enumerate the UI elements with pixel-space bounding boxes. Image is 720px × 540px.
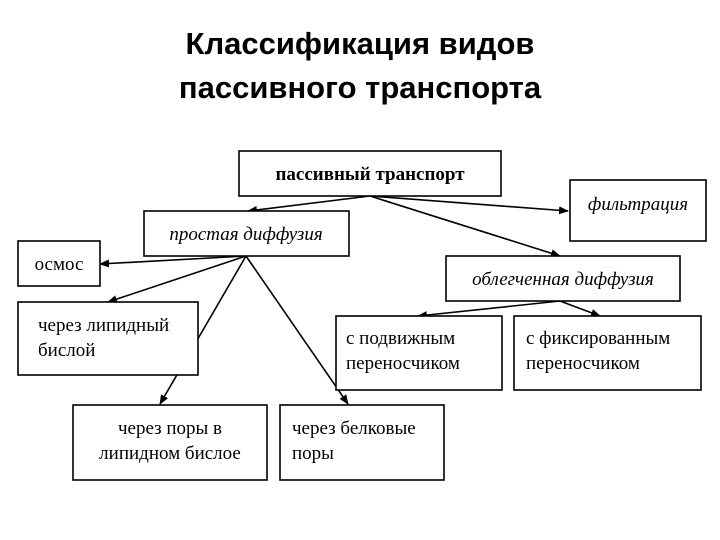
arrow-simple-to-pores-lipid (159, 255, 247, 405)
node-lipid-bilayer-label-line-1: через липидный (38, 315, 169, 336)
node-osmosis-label: осмос (35, 254, 84, 275)
node-pores-lipid: через поры в липидном бислое (72, 404, 268, 481)
node-lipid-bilayer-label-line-2: бислой (38, 340, 95, 361)
node-protein-pores: через белковые поры (279, 404, 445, 481)
arrow-root-to-simple-diffusion (247, 195, 371, 214)
arrow-root-to-filtration (369, 195, 569, 215)
title-line-2: пассивного транспорта (178, 70, 542, 105)
node-protein-pores-label-line-1: через белковые (292, 418, 416, 439)
node-pores-lipid-label-line-1: через поры в (118, 418, 222, 439)
connectors (99, 195, 601, 405)
arrow-root-to-facilitated-diffusion (369, 195, 561, 258)
node-mobile-carrier: с подвижным переносчиком (335, 315, 503, 391)
node-pores-lipid-label-line-2: липидном бислое (99, 443, 241, 464)
node-protein-pores-label-line-2: поры (292, 443, 334, 464)
node-mobile-carrier-label-line-1: с подвижным (346, 328, 455, 349)
node-simple-diffusion-label: простая диффузия (169, 224, 322, 245)
title-line-1: Классификация видов (185, 26, 535, 61)
arrow-simple-to-osmosis (99, 255, 247, 268)
node-filtration: фильтрация (569, 179, 707, 242)
node-passive-transport: пассивный транспорт (238, 150, 502, 197)
node-passive-transport-label: пассивный транспорт (275, 164, 465, 185)
arrow-facilitated-to-mobile-carrier (417, 300, 561, 320)
node-lipid-bilayer: через липидный бислой (17, 301, 199, 376)
node-facilitated-diffusion-label: облегченная диффузия (472, 269, 654, 290)
node-osmosis: осмос (17, 240, 101, 287)
node-simple-diffusion: простая диффузия (143, 210, 350, 257)
node-facilitated-diffusion: облегченная диффузия (445, 255, 681, 302)
node-fixed-carrier: с фиксированным переносчиком (513, 315, 702, 391)
slide-title: Классификация видов пассивного транспорт… (0, 22, 720, 110)
arrow-simple-to-protein-pores (245, 255, 349, 405)
node-filtration-label: фильтрация (588, 194, 688, 215)
arrow-facilitated-to-fixed-carrier (559, 300, 601, 317)
node-fixed-carrier-label-line-2: переносчиком (526, 353, 640, 374)
node-fixed-carrier-label-line-1: с фиксированным (526, 328, 670, 349)
node-mobile-carrier-label-line-2: переносчиком (346, 353, 460, 374)
arrow-simple-to-lipid-bilayer (107, 255, 247, 303)
